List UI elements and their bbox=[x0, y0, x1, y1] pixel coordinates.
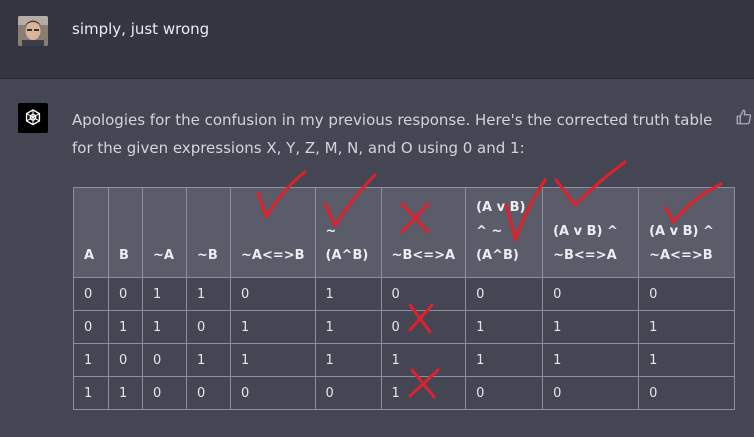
table-cell: 0 bbox=[108, 343, 143, 377]
table-cell: 1 bbox=[638, 310, 736, 344]
table-cell: 1 bbox=[542, 343, 640, 377]
table-row: 0 0 1 1 0 1 0 0 0 0 bbox=[73, 277, 736, 311]
table-cell: 1 bbox=[230, 310, 316, 344]
header-not-b: ~B bbox=[186, 187, 231, 278]
user-message-text: simply, just wrong bbox=[72, 20, 210, 38]
table-cell: 0 bbox=[186, 310, 231, 344]
table-cell: 1 bbox=[108, 376, 143, 410]
table-cell: 1 bbox=[314, 310, 382, 344]
table-header-row: A B ~A ~B ~A<=>B ~(A^B) ~B<=>A (A v B)^ … bbox=[73, 187, 736, 278]
header-not-a-and-b: ~(A^B) bbox=[314, 187, 382, 278]
table-cell: 1 bbox=[465, 343, 544, 377]
table-cell: 0 bbox=[638, 376, 736, 410]
table-cell: 1 bbox=[230, 343, 316, 377]
header-not-a: ~A bbox=[142, 187, 187, 278]
assistant-message-text: Apologies for the confusion in my previo… bbox=[72, 111, 713, 157]
table-cell: 1 bbox=[465, 310, 544, 344]
table-cell: 0 bbox=[465, 376, 544, 410]
table-cell: 1 bbox=[186, 343, 231, 377]
table-cell: 1 bbox=[314, 277, 382, 311]
table-cell: 0 bbox=[73, 277, 109, 311]
header-a-or-b-and-not-a-and-b: (A v B)^ ~(A^B) bbox=[465, 187, 544, 278]
table-cell: 1 bbox=[380, 376, 467, 410]
assistant-avatar bbox=[18, 103, 48, 133]
table-cell: 0 bbox=[380, 310, 467, 344]
header-a: A bbox=[73, 187, 109, 278]
table-cell: 1 bbox=[73, 376, 109, 410]
openai-logo-icon bbox=[25, 109, 41, 126]
table-cell: 1 bbox=[108, 310, 143, 344]
table-cell: 1 bbox=[186, 277, 231, 311]
table-cell: 1 bbox=[73, 343, 109, 377]
header-a-or-b-and-not-a-iff-b: (A v B) ^~A<=>B bbox=[638, 187, 736, 278]
table-cell: 0 bbox=[73, 310, 109, 344]
table-cell: 0 bbox=[230, 376, 316, 410]
table-cell: 0 bbox=[542, 376, 640, 410]
table-cell: 0 bbox=[142, 376, 187, 410]
table-cell: 1 bbox=[314, 343, 382, 377]
table-cell: 0 bbox=[108, 277, 143, 311]
table-cell: 0 bbox=[142, 343, 187, 377]
table-cell: 0 bbox=[542, 277, 640, 311]
table-cell: 0 bbox=[230, 277, 316, 311]
header-a-or-b-and-not-b-iff-a: (A v B) ^~B<=>A bbox=[542, 187, 640, 278]
header-not-a-iff-b: ~A<=>B bbox=[230, 187, 316, 278]
user-message-row: simply, just wrong bbox=[0, 0, 754, 79]
table-cell: 0 bbox=[638, 277, 736, 311]
user-avatar-photo bbox=[18, 16, 48, 46]
table-cell: 1 bbox=[142, 277, 187, 311]
table-cell: 1 bbox=[142, 310, 187, 344]
table-cell: 0 bbox=[186, 376, 231, 410]
table-cell: 0 bbox=[465, 277, 544, 311]
table-cell: 1 bbox=[380, 343, 467, 377]
truth-table: A B ~A ~B ~A<=>B ~(A^B) ~B<=>A (A v B)^ … bbox=[73, 187, 736, 410]
table-cell: 1 bbox=[638, 343, 736, 377]
user-avatar bbox=[18, 16, 48, 46]
header-b: B bbox=[108, 187, 143, 278]
table-cell: 0 bbox=[314, 376, 382, 410]
table-cell: 0 bbox=[380, 277, 467, 311]
table-cell: 1 bbox=[542, 310, 640, 344]
thumbs-up-button[interactable] bbox=[735, 108, 753, 126]
table-row: 1 0 0 1 1 1 1 1 1 1 bbox=[73, 343, 736, 377]
header-not-b-iff-a: ~B<=>A bbox=[380, 187, 467, 278]
table-row: 0 1 1 0 1 1 0 1 1 1 bbox=[73, 310, 736, 344]
table-row: 1 1 0 0 0 0 1 0 0 0 bbox=[73, 376, 736, 410]
thumbs-up-icon bbox=[736, 109, 752, 125]
